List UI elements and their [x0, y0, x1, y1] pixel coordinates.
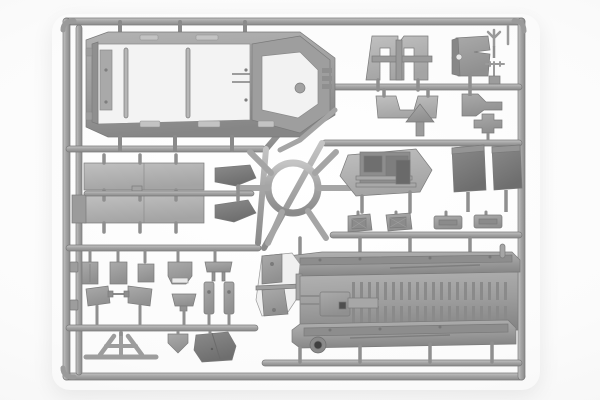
- part-hatch-and-vision-blocks: [347, 210, 503, 233]
- bay2-mid-runner: [83, 190, 255, 197]
- outer-runner-frame: [60, 17, 527, 381]
- part-interior-floor-tub: [339, 148, 433, 214]
- part-jerrycan-b: [491, 144, 523, 212]
- part-yoke-mount: [375, 88, 439, 119]
- part-cross-brace: [461, 90, 503, 117]
- stub-runner-right: [499, 243, 506, 259]
- part-cross-shaped-fitting: [473, 113, 503, 140]
- left-edge-stubs: [69, 261, 79, 311]
- part-antenna-base: [485, 61, 505, 85]
- part-lower-hull-tub: [255, 236, 521, 364]
- part-wedge-plate-upper: [214, 164, 257, 187]
- part-upper-hull-shell: [85, 20, 336, 152]
- part-gun-shield: [451, 35, 491, 92]
- part-towing-eye: [309, 336, 327, 354]
- part-arrow-bracket: [167, 331, 189, 354]
- part-pioneer-tool-pick: [486, 24, 510, 58]
- part-mirror-arms-and-rods: [85, 281, 235, 326]
- part-roof-frame-assembly: [83, 331, 159, 360]
- part-suspension-ribs: [352, 282, 507, 324]
- part-a-frame-bracket: [365, 35, 433, 92]
- hull-to-ring-runner: [277, 107, 338, 153]
- part-jerrycan-a: [451, 144, 487, 212]
- turret-ring-runner: [236, 149, 353, 246]
- part-side-armour-panels: [71, 153, 205, 234]
- part-angled-scoop: [193, 331, 237, 363]
- part-triangular-bracket: [405, 103, 435, 137]
- part-wedge-plate-lower: [214, 199, 257, 223]
- bay-divider-rails: [65, 83, 523, 367]
- part-small-boxes-row: [81, 249, 233, 285]
